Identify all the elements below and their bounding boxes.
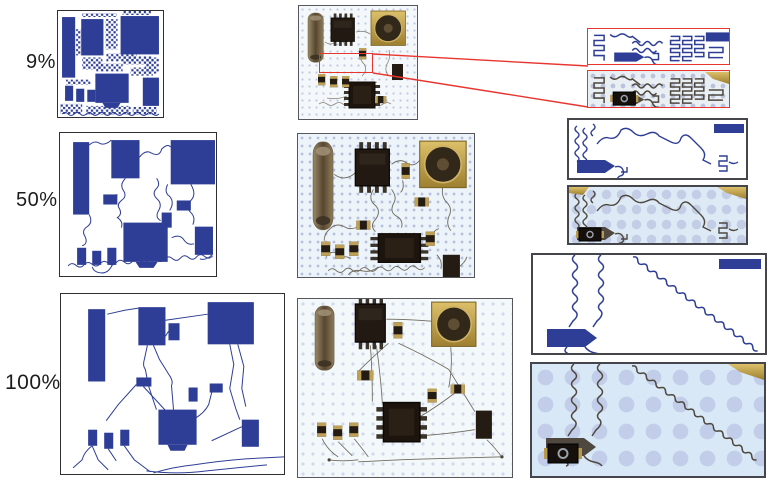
chip-resistor xyxy=(427,388,437,403)
cylinder-capacitor xyxy=(314,305,335,371)
chip-resistor xyxy=(317,422,327,437)
cylinder-capacitor xyxy=(312,141,334,231)
zoom-photo-100-drawing xyxy=(544,364,764,467)
chip-resistor xyxy=(356,220,371,230)
chip-resistor xyxy=(425,231,435,246)
piezo-buzzer xyxy=(370,10,407,47)
chip-resistor xyxy=(330,76,338,88)
panel-layout-100 xyxy=(60,293,285,475)
chip-resistor xyxy=(414,197,429,207)
chip-resistor xyxy=(375,96,387,104)
gold-fleck xyxy=(704,71,729,84)
pcb-layout-50-drawing xyxy=(67,139,215,274)
solid-pad xyxy=(714,124,744,133)
pcb-layout-9-drawing xyxy=(60,11,160,116)
chip-resistor xyxy=(349,422,359,437)
strain-label-100: 100% xyxy=(5,371,61,394)
chip-resistor xyxy=(401,163,410,179)
red-highlight-rect xyxy=(319,53,373,73)
serpentine-traces xyxy=(593,33,724,64)
panel-zoom-layout-50 xyxy=(567,118,748,180)
chip-resistor xyxy=(335,244,345,259)
panel-layout-9 xyxy=(57,10,164,118)
panel-layout-50 xyxy=(59,132,217,277)
zoom-photo-9-drawing xyxy=(593,71,729,107)
chip-resistor xyxy=(450,384,465,394)
pcb-layout-100-drawing xyxy=(72,302,284,474)
gold-fleck xyxy=(728,364,764,380)
chip-resistor xyxy=(349,241,359,256)
chip-resistor xyxy=(357,370,374,381)
panel-zoom-photo-100 xyxy=(530,362,766,478)
panel-zoom-layout-9 xyxy=(587,28,730,65)
solid-pad xyxy=(705,32,729,42)
dark-component xyxy=(442,254,460,277)
pcb-photo-100-drawing xyxy=(314,299,504,463)
chip-resistor xyxy=(333,425,343,440)
zoom-layout-100-drawing xyxy=(546,255,761,353)
chip-component xyxy=(575,227,605,242)
ic-chip xyxy=(330,13,355,47)
panel-photo-100 xyxy=(297,298,513,478)
ic-chip xyxy=(343,81,381,109)
panel-zoom-layout-100 xyxy=(531,253,767,355)
chip-resistor xyxy=(318,74,326,86)
piezo-buzzer xyxy=(418,140,467,189)
zoom-layout-50-drawing xyxy=(574,123,744,178)
zoom-layout-9-drawing xyxy=(593,32,729,64)
zoom-photo-50-drawing xyxy=(569,187,746,243)
ic-chip xyxy=(354,299,387,350)
ic-chip xyxy=(354,141,391,194)
panel-photo-50 xyxy=(297,133,475,278)
dark-component xyxy=(475,410,492,439)
piezo-buzzer xyxy=(430,301,477,348)
panel-zoom-photo-50 xyxy=(567,185,748,245)
chip-resistor xyxy=(321,241,331,256)
ic-chip xyxy=(375,401,428,443)
chip-resistor xyxy=(393,322,403,339)
chip-component xyxy=(544,443,582,464)
chip-resistor xyxy=(342,76,350,88)
strain-label-50: 50% xyxy=(16,189,58,211)
chip-component xyxy=(609,91,640,106)
gold-fleck xyxy=(569,187,589,195)
panel-zoom-photo-9 xyxy=(587,70,730,108)
ic-chip xyxy=(369,232,430,264)
solid-pad xyxy=(719,259,761,269)
serpentine-traces xyxy=(546,255,760,353)
strain-label-9: 9% xyxy=(26,51,56,73)
dark-component xyxy=(392,64,403,80)
gold-fleck xyxy=(717,187,746,199)
serpentine-traces xyxy=(574,123,739,178)
pcb-photo-50-drawing xyxy=(312,140,468,277)
